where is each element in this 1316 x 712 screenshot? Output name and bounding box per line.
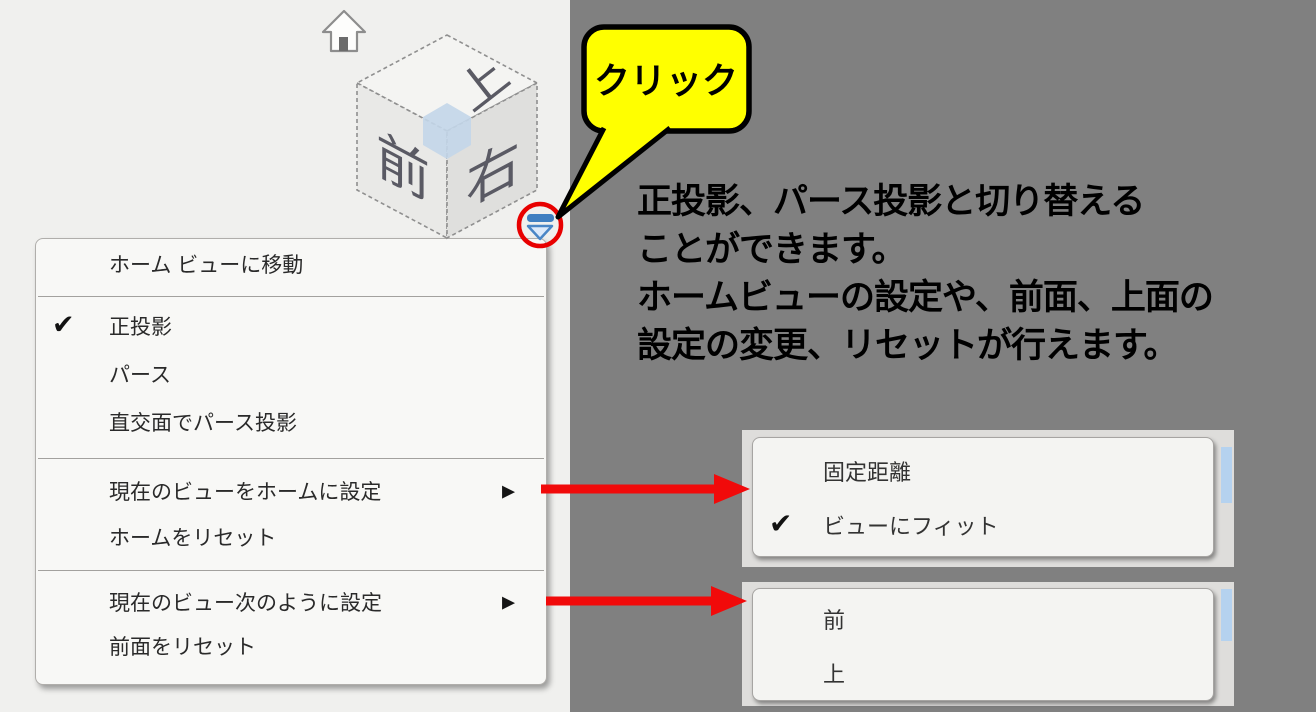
submenu-panel-view: 前 上 bbox=[742, 582, 1234, 706]
menu-item-set-current-view-as[interactable]: 現在のビュー次のように設定 ▶ bbox=[36, 579, 546, 625]
submenu-item-fixed-distance[interactable]: 固定距離 bbox=[753, 448, 1213, 494]
submenu-arrow-icon: ▶ bbox=[502, 592, 516, 612]
check-icon: ✔ bbox=[52, 309, 75, 340]
click-callout-label: クリック bbox=[594, 60, 738, 101]
submenu-panel-home: 固定距離 ✔ ビューにフィット bbox=[742, 430, 1234, 567]
submenu-home-menu: 固定距離 ✔ ビューにフィット bbox=[752, 437, 1214, 557]
menu-divider bbox=[38, 458, 544, 459]
menu-item-label: 現在のビューをホームに設定 bbox=[109, 481, 382, 504]
menu-item-go-home-view[interactable]: ホーム ビューに移動 bbox=[36, 241, 546, 287]
submenu-item-label: 固定距離 bbox=[823, 460, 912, 485]
menu-divider bbox=[38, 570, 544, 571]
menu-item-label: パース bbox=[109, 364, 171, 387]
parent-menu-edge bbox=[1221, 447, 1232, 503]
menu-item-label: 前面をリセット bbox=[109, 636, 256, 659]
submenu-arrow-icon: ▶ bbox=[502, 481, 516, 501]
menu-divider bbox=[38, 296, 544, 297]
submenu-item-label: ビューにフィット bbox=[823, 514, 999, 539]
annotation-text: 正投影、パース投影と切り替える ことができます。 ホームビューの設定や、前面、上… bbox=[637, 180, 1307, 372]
menu-item-set-current-view-as-home[interactable]: 現在のビューをホームに設定 ▶ bbox=[36, 468, 546, 514]
menu-item-reset-home[interactable]: ホームをリセット bbox=[36, 514, 546, 560]
submenu-item-label: 上 bbox=[823, 662, 846, 687]
submenu-item-fit-to-view[interactable]: ✔ ビューにフィット bbox=[753, 502, 1213, 548]
menu-item-label: 直交面でパース投影 bbox=[109, 412, 297, 435]
annotation-line: 正投影、パース投影と切り替える bbox=[637, 182, 1145, 221]
submenu-item-front[interactable]: 前 bbox=[753, 596, 1213, 642]
menu-item-label: ホーム ビューに移動 bbox=[109, 254, 304, 277]
submenu-item-top[interactable]: 上 bbox=[753, 650, 1213, 696]
annotation-line: ことができます。 bbox=[637, 230, 907, 269]
menu-item-perspective[interactable]: パース bbox=[36, 351, 546, 397]
pointer-arrow-home-submenu bbox=[541, 474, 750, 504]
menu-item-label: ホームをリセット bbox=[109, 527, 277, 550]
menu-item-label: 現在のビュー次のように設定 bbox=[109, 592, 382, 615]
parent-menu-edge bbox=[1221, 589, 1232, 641]
menu-item-orthographic[interactable]: ✔ 正投影 bbox=[36, 303, 546, 349]
menu-item-reset-front[interactable]: 前面をリセット bbox=[36, 623, 546, 669]
submenu-view-menu: 前 上 bbox=[752, 588, 1214, 701]
annotation-line: 設定の変更、リセットが行えます。 bbox=[637, 326, 1179, 365]
menu-item-label: 正投影 bbox=[109, 316, 172, 339]
menu-item-perspective-ortho-faces[interactable]: 直交面でパース投影 bbox=[36, 399, 546, 445]
check-icon: ✔ bbox=[769, 507, 793, 539]
pointer-arrow-view-submenu bbox=[546, 586, 747, 616]
viewcube-context-menu: ホーム ビューに移動 ✔ 正投影 パース 直交面でパース投影 現在のビューをホー… bbox=[35, 238, 547, 685]
submenu-item-label: 前 bbox=[823, 608, 846, 633]
annotation-line: ホームビューの設定や、前面、上面の bbox=[637, 278, 1214, 317]
